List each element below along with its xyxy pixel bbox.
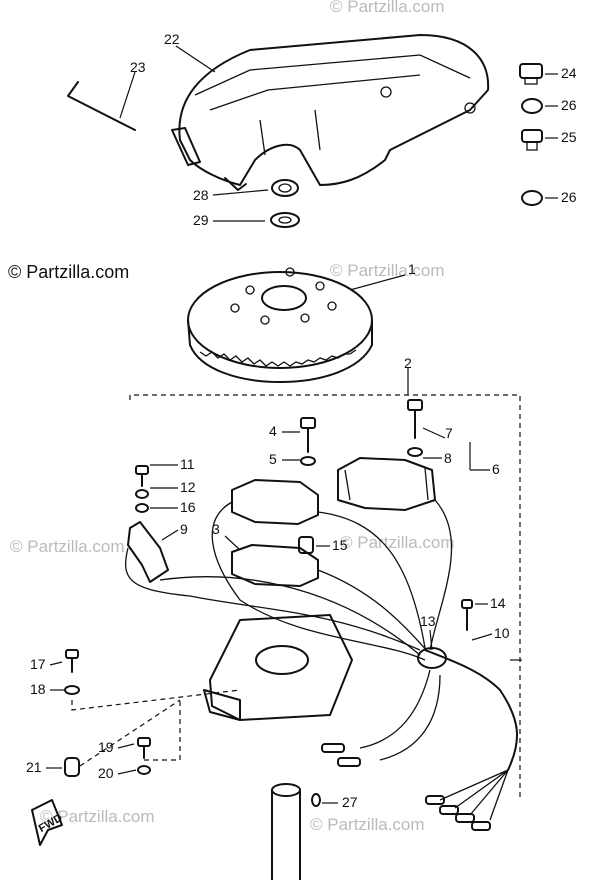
crankshaft: [271, 783, 301, 880]
callout-27: 27: [342, 794, 358, 810]
callout-24: 24: [561, 65, 577, 81]
watermark-faded-1: © Partzilla.com: [330, 261, 445, 280]
flywheel-cover: [171, 34, 490, 191]
callout-13: 13: [420, 613, 436, 629]
ignition-coil-6: [337, 457, 436, 511]
washer-8: [407, 447, 423, 457]
callout-19: 19: [98, 739, 114, 755]
pulser-coil-9: [124, 521, 191, 597]
watermark-faded-4: © Partzilla.com: [40, 807, 155, 826]
callout-12: 12: [180, 479, 196, 495]
callout-26-upper: 26: [561, 97, 577, 113]
leader-dashed-18: [71, 689, 241, 711]
callout-21: 21: [26, 759, 42, 775]
charge-coil-3: [231, 544, 319, 587]
callout-7: 7: [445, 425, 453, 441]
watermark-main: © Partzilla.com: [8, 262, 129, 282]
wire-harness: [159, 499, 518, 821]
stator-base: [203, 614, 353, 721]
screw-14: [461, 599, 473, 631]
callout-4: 4: [269, 423, 277, 439]
wire-clamp-13: [417, 647, 447, 669]
callout-20: 20: [98, 765, 114, 781]
cover-fastener-24: [519, 63, 543, 85]
callout-9: 9: [180, 521, 188, 537]
callout-11: 11: [180, 456, 195, 472]
callout-22: 22: [164, 31, 180, 47]
flywheel: [187, 267, 373, 383]
callout-3: 3: [212, 521, 220, 537]
callout-17: 17: [30, 656, 46, 672]
callout-15: 15: [332, 537, 348, 553]
callout-16: 16: [180, 499, 196, 515]
callouts: 22 23 24 26 25 26 28 29 1 2 4 7 5 8 6 11…: [26, 31, 577, 810]
callout-28: 28: [193, 187, 209, 203]
watermark-faded-3: © Partzilla.com: [340, 533, 455, 552]
charge-coil-upper: [231, 479, 319, 525]
woodruff-key-27: [311, 793, 321, 807]
rod: [67, 81, 136, 131]
callout-6: 6: [492, 461, 500, 477]
leader-lines: [46, 45, 558, 804]
callout-14: 14: [490, 595, 506, 611]
flywheel-nut: [271, 179, 299, 197]
callout-23: 23: [130, 59, 146, 75]
washer-16: [135, 503, 149, 513]
callout-29: 29: [193, 212, 209, 228]
leader-dashed-19: [144, 700, 181, 761]
callout-5: 5: [269, 451, 277, 467]
callout-25: 25: [561, 129, 577, 145]
callout-1: 1: [408, 261, 416, 277]
callout-8: 8: [444, 450, 452, 466]
screw-19: [137, 737, 151, 759]
flywheel-washer: [270, 212, 300, 228]
screw-17: [65, 649, 79, 673]
callout-26-lower: 26: [561, 189, 577, 205]
collar-21: [64, 757, 80, 777]
screw-11: [135, 465, 149, 487]
watermark-faded-2: © Partzilla.com: [10, 537, 125, 556]
washer-18: [64, 685, 80, 695]
cover-fastener-25: [521, 129, 543, 151]
assembly-frame: [129, 394, 521, 800]
callout-10: 10: [494, 625, 510, 641]
cover-fastener-26b: [521, 190, 543, 206]
cover-fastener-26a: [521, 98, 543, 114]
wire-connectors: [321, 743, 491, 831]
screw-7: [407, 399, 423, 439]
leader-dashed-21: [79, 699, 181, 767]
callout-2: 2: [404, 355, 412, 371]
watermark-faded-5: © Partzilla.com: [310, 815, 425, 834]
washer-20: [137, 765, 151, 775]
screw-4: [300, 417, 316, 453]
washer-12: [135, 489, 149, 499]
callout-18: 18: [30, 681, 46, 697]
washer-5: [300, 456, 316, 466]
watermark-faded-6: © Partzilla.com: [330, 0, 445, 16]
spacer-15: [298, 536, 314, 554]
